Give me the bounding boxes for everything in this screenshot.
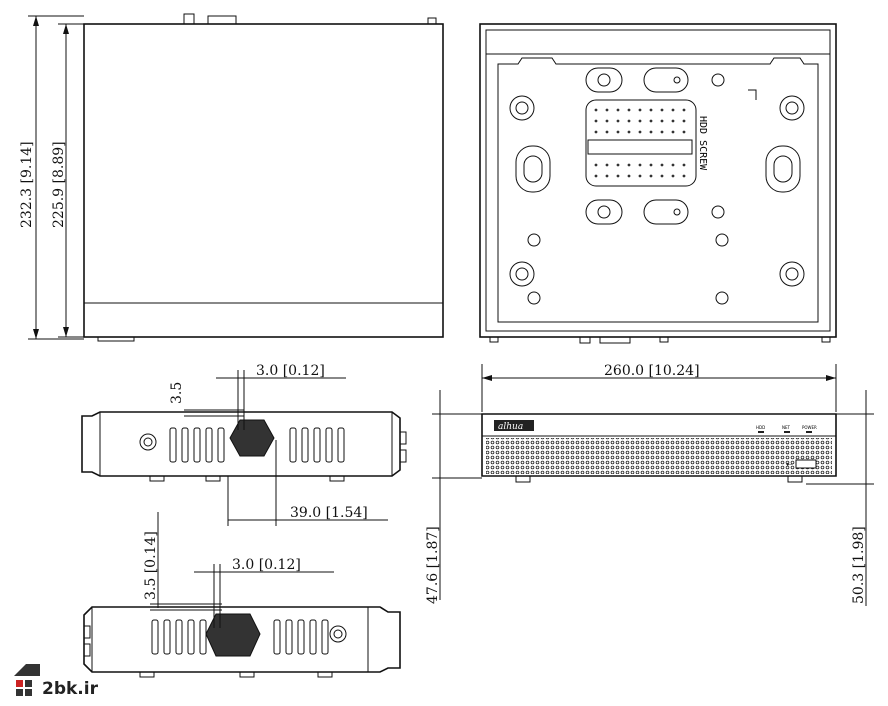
- vent-slot: [163, 619, 171, 655]
- vent-slot: [187, 619, 195, 655]
- dim-top-outer: 232.3 [9.14]: [19, 141, 35, 228]
- hdd-hole: [671, 119, 675, 123]
- dim-height-side: 47.6 [1.87]: [425, 526, 441, 604]
- hdd-hole: [660, 119, 664, 123]
- hdd-hole: [627, 108, 631, 112]
- hdd-hole: [638, 174, 642, 178]
- bottom-view: HDD SCREW: [479, 23, 837, 344]
- hdd-hole: [660, 108, 664, 112]
- dim-side2-offset: 3.0 [0.12]: [232, 557, 301, 573]
- hdd-hole: [594, 130, 598, 134]
- led-hdd-label: HDD: [756, 425, 765, 430]
- hdd-hole: [671, 174, 675, 178]
- hdd-hole: [605, 174, 609, 178]
- hdd-hole: [594, 108, 598, 112]
- hdd-hole: [649, 163, 653, 167]
- vent-slot: [337, 427, 345, 463]
- vent-slot: [289, 427, 297, 463]
- hdd-hole: [671, 130, 675, 134]
- vent-slot: [309, 619, 317, 655]
- vent-slot: [313, 427, 321, 463]
- vent-slot: [321, 619, 329, 655]
- hdd-hole: [616, 108, 620, 112]
- led-net-label: NET: [782, 425, 791, 430]
- dim-height-front: 50.3 [1.98]: [851, 526, 867, 604]
- vent-slot: [205, 427, 213, 463]
- vent-slot: [301, 427, 309, 463]
- dim-top-inner: 225.9 [8.89]: [51, 141, 67, 228]
- hdd-hole: [616, 174, 620, 178]
- dim-side1-offset: 3.0 [0.12]: [256, 363, 325, 379]
- hdd-hole: [671, 108, 675, 112]
- hdd-hole: [605, 163, 609, 167]
- hdd-hole: [627, 174, 631, 178]
- hdd-hole: [616, 119, 620, 123]
- watermark-text: 2bk.ir: [42, 679, 98, 699]
- hdd-hole: [660, 163, 664, 167]
- hdd-hole: [627, 163, 631, 167]
- hdd-hole: [605, 119, 609, 123]
- dim-side2-small: 3.5 [0.14]: [143, 531, 159, 600]
- hdd-hole: [682, 130, 686, 134]
- hdd-hole: [671, 163, 675, 167]
- usb-icon: ⇠: [786, 460, 793, 469]
- hdd-hole: [627, 130, 631, 134]
- brand-logo: alhua: [498, 422, 523, 432]
- hdd-hole: [682, 119, 686, 123]
- hdd-hole: [605, 108, 609, 112]
- dim-width: 260.0 [10.24]: [604, 363, 700, 379]
- side-view-2: 3.5 [0.14] 3.0 [0.12]: [83, 512, 401, 678]
- hdd-hole: [682, 108, 686, 112]
- hdd-hole: [594, 163, 598, 167]
- hdd-hole: [616, 163, 620, 167]
- hdd-hole: [627, 119, 631, 123]
- hdd-hole: [649, 174, 653, 178]
- vent-slot: [151, 619, 159, 655]
- hdd-hole: [638, 108, 642, 112]
- vent-slots-side-2: [151, 619, 329, 655]
- hdd-screw-label: HDD SCREW: [697, 116, 708, 171]
- vent-slot: [193, 427, 201, 463]
- hdd-hole: [660, 130, 664, 134]
- hdd-hole: [594, 119, 598, 123]
- dim-side1-vent: 39.0 [1.54]: [290, 505, 368, 521]
- vent-slot: [181, 427, 189, 463]
- vent-slot: [217, 427, 225, 463]
- hdd-hole: [682, 174, 686, 178]
- hdd-hole: [649, 108, 653, 112]
- vent-slot: [325, 427, 333, 463]
- led-power-label: POWER: [802, 425, 817, 430]
- hdd-hole: [638, 119, 642, 123]
- hdd-hole: [649, 119, 653, 123]
- hdd-hole: [616, 130, 620, 134]
- vent-slot: [199, 619, 207, 655]
- side-view-1: 3.0 [0.12] 3.5 39.0 [1.54]: [81, 363, 407, 526]
- watermark-logo-icon: [14, 664, 40, 696]
- hdd-hole: [638, 163, 642, 167]
- vent-slot: [175, 619, 183, 655]
- front-view: alhua HDD NET POWER ⇠ 260.0 [10.24] 47.6…: [425, 363, 874, 606]
- top-view: 232.3 [9.14] 225.9 [8.89]: [19, 13, 444, 342]
- dim-side1-small: 3.5: [169, 382, 185, 404]
- vent-slots-side-1: [169, 427, 345, 463]
- hdd-hole: [682, 163, 686, 167]
- hdd-hole: [594, 174, 598, 178]
- hdd-hole: [660, 174, 664, 178]
- hdd-hole: [605, 130, 609, 134]
- vent-slot: [297, 619, 305, 655]
- vent-slot: [169, 427, 177, 463]
- vent-slot: [273, 619, 281, 655]
- hdd-hole: [638, 130, 642, 134]
- hdd-hole: [649, 130, 653, 134]
- vent-slot: [285, 619, 293, 655]
- hdd-plate-holes: [594, 108, 686, 178]
